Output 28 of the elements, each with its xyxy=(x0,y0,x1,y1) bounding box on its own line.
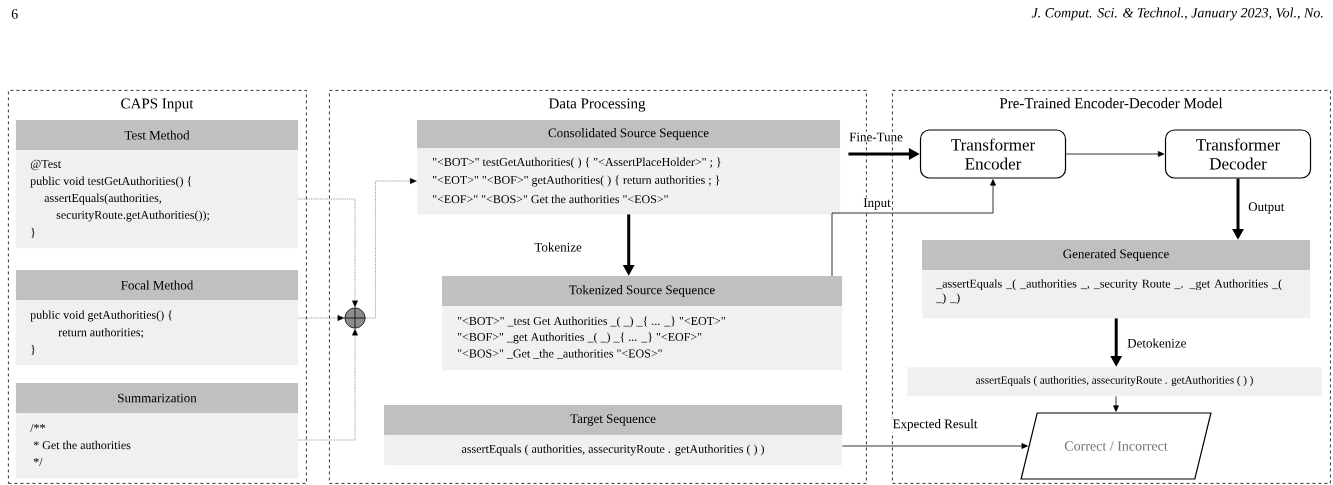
model-box: Transformer Encoder xyxy=(919,129,1067,179)
page-header: 6 xyxy=(11,9,18,19)
arrow xyxy=(298,198,358,308)
arrow xyxy=(831,179,996,277)
edge-label: Fine-Tune xyxy=(848,131,904,143)
arrow xyxy=(1113,396,1119,412)
edge-label: Input xyxy=(862,197,892,211)
sequence-card: Tokenized Source Sequence "<BOT>" _test Get Authorities _( _) _{ ... _} "<EOT>" "<BOF>" _get Authorities _( _) _{ ... _} "<EOF>" "<BOS>" _Get _the _authorities "<EOS>" xyxy=(442,276,843,371)
sequence-card: Target Sequence assertEquals ( authorities, assecurityRoute . getAuthorities ( ) ) xyxy=(384,405,843,466)
arrow xyxy=(842,443,1028,449)
arrow xyxy=(1065,151,1165,157)
page-header: J. Comput. Sci. & Technol., January 2023, Vol., No. xyxy=(1031,7,1323,21)
focal-method-card: Focal Method public void getAuthorities() { return authorities; } xyxy=(16,270,299,366)
sequence-card: Consolidated Source Sequence "<BOT>" testGetAuthorities( ) { "<AssertPlaceHolder>" ; } "<EOT>" "<BOF>" getAuthorities( ) { return authorities ; } "<EOF>" "<BOS>" Get the authorities "<EOS>" xyxy=(417,120,841,215)
model-box: Transformer Decoder xyxy=(1164,129,1312,179)
edge-label: Expected Result xyxy=(891,418,979,432)
edge-label: Output xyxy=(1247,201,1286,215)
result-box: assertEquals ( authorities, assecurityRoute . getAuthorities ( ) ) xyxy=(907,367,1323,397)
arrow xyxy=(298,328,358,441)
result-parallelogram: Correct / Incorrect xyxy=(1020,412,1212,480)
test-method-card: Test Method @Test public void testGetAuthorities() { assertEquals(authorities, securityRoute.getAuthorities()); } xyxy=(16,120,299,249)
summarization-card: Summarization /** * Get the authorities */ xyxy=(16,383,299,479)
arrow xyxy=(298,315,345,321)
sum-junction xyxy=(344,307,366,329)
edge-label: Tokenize xyxy=(533,241,583,253)
sequence-card: Generated Sequence _assertEquals _( _authorities _, _security Route _. _get Authorities _( _) _) xyxy=(922,240,1311,319)
edge-label: Detokenize xyxy=(1126,337,1188,349)
arrow xyxy=(365,178,417,319)
